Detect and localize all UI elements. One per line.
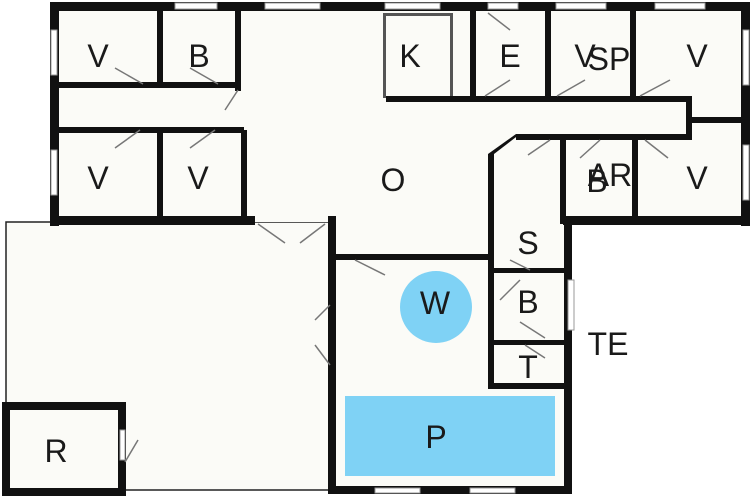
- room-label-r: R: [44, 433, 67, 469]
- room-label-te: TE: [588, 326, 629, 362]
- room-label-v5: V: [187, 160, 209, 196]
- room-label-b1: B: [188, 38, 209, 74]
- room-label-v3: V: [686, 38, 708, 74]
- room-label-b2: B: [586, 163, 607, 199]
- room-label-v6: V: [686, 160, 708, 196]
- room-label-o: O: [381, 162, 406, 198]
- room-label-s: S: [517, 225, 538, 261]
- room-label-v2: V: [574, 38, 596, 74]
- room-label-v1: V: [87, 38, 109, 74]
- room-labels: V B K E V SP V V V O B AR V S W B TE T P…: [44, 38, 708, 469]
- room-label-v4: V: [87, 160, 109, 196]
- room-label-b3: B: [517, 284, 538, 320]
- whirlpool-circle: [400, 271, 472, 343]
- terrace-area: [5, 221, 331, 491]
- room-label-e: E: [499, 38, 520, 74]
- pool-rect: [345, 396, 555, 476]
- room-label-ar: AR: [588, 157, 632, 193]
- door-swings: [114, 12, 671, 463]
- room-label-k: K: [399, 38, 420, 74]
- room-label-p: P: [425, 419, 446, 455]
- room-label-w: W: [420, 285, 451, 321]
- room-label-sp: SP: [588, 41, 631, 77]
- windows: [50, 2, 750, 494]
- room-label-t: T: [518, 349, 538, 385]
